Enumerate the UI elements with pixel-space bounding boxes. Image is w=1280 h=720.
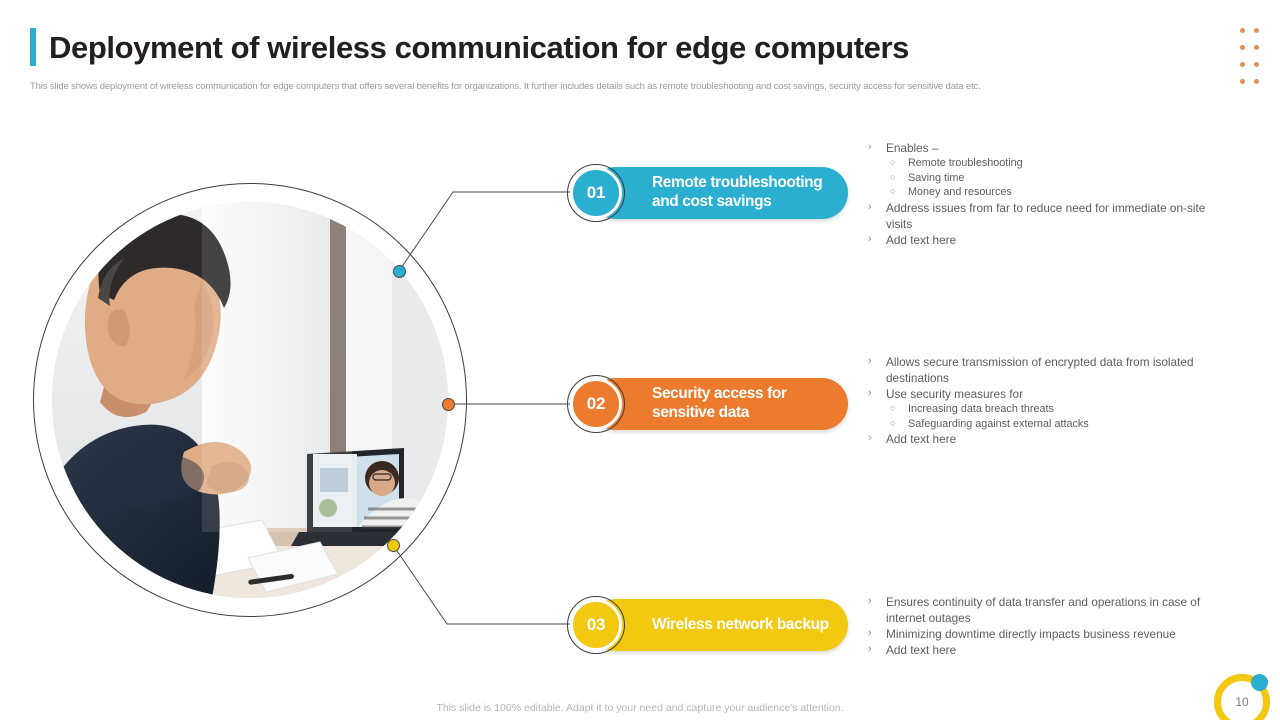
bullet-text: Money and resources: [908, 186, 1012, 199]
node-dot-section-03: [387, 539, 400, 552]
bullet-text: Add text here: [886, 643, 957, 658]
bullet-item: › Allows secure transmission of encrypte…: [868, 354, 1228, 386]
bullet-item: › Add text here: [868, 431, 1228, 447]
page-title: Deployment of wireless communication for…: [49, 29, 909, 65]
bullet-marker-level1: ›: [868, 432, 872, 445]
section-title-01-line2: and cost savings: [652, 193, 772, 210]
section-pill-02[interactable]: Security access for sensitive data: [590, 378, 848, 430]
decorative-dot-grid-icon: [1240, 28, 1268, 96]
bullet-text: Saving time: [908, 171, 965, 184]
bullet-text: Add text here: [886, 233, 957, 248]
section-number-02: 02: [586, 394, 606, 413]
bullet-item: ○ Money and resources: [890, 185, 1228, 200]
bullet-marker-level1: ›: [868, 387, 872, 400]
bullet-marker-level2: ○: [890, 157, 896, 168]
section-title-02: Security access for sensitive data: [652, 385, 787, 423]
bullet-text: Remote troubleshooting: [908, 157, 1023, 170]
bullet-item: › Add text here: [868, 232, 1228, 248]
bullet-item: › Enables –: [868, 140, 1228, 156]
section-bullets-03: › Ensures continuity of data transfer an…: [868, 594, 1228, 658]
title-accent-bar: [30, 28, 36, 66]
page-badge-dot-icon: [1251, 674, 1268, 691]
bullet-item: › Add text here: [868, 642, 1228, 658]
bullet-text: Increasing data breach threats: [908, 403, 1054, 416]
section-badge-02[interactable]: 02: [570, 378, 622, 430]
node-dot-section-01: [393, 265, 406, 278]
bullet-marker-level1: ›: [868, 355, 872, 367]
section-badge-outline-01: [567, 164, 625, 222]
page-title-bar: Deployment of wireless communication for…: [30, 28, 909, 66]
bullet-text: Minimizing downtime directly impacts bus…: [886, 627, 1176, 642]
bullet-text: Safeguarding against external attacks: [908, 417, 1089, 430]
section-pill-03[interactable]: Wireless network backup: [590, 599, 848, 651]
connector-lines: [392, 191, 590, 625]
section-title-02-line1: Security access for: [652, 385, 787, 403]
hero-photo-illustration: [52, 202, 448, 598]
bullet-text: Ensures continuity of data transfer and …: [886, 595, 1201, 626]
bullet-marker-level1: ›: [868, 595, 872, 607]
section-title-01: Remote troubleshooting and cost savings: [652, 174, 823, 212]
bullet-marker-level2: ○: [890, 403, 896, 414]
bullet-marker-level2: ○: [890, 186, 896, 197]
section-badge-01[interactable]: 01: [570, 167, 622, 219]
section-bullets-02: › Allows secure transmission of encrypte…: [868, 354, 1228, 447]
bullet-marker-level2: ○: [890, 171, 896, 182]
bullet-item: › Use security measures for: [868, 386, 1228, 402]
bullet-marker-level1: ›: [868, 233, 872, 246]
bullet-marker-level2: ○: [890, 417, 896, 428]
photo-outer-ring: [33, 183, 467, 617]
section-title-03: Wireless network backup: [652, 616, 829, 635]
bullet-text: Allows secure transmission of encrypted …: [886, 355, 1194, 386]
bullet-marker-level1: ›: [868, 643, 872, 656]
node-dot-section-02: [442, 398, 455, 411]
page-badge-ring: [1214, 674, 1270, 720]
section-number-01: 01: [586, 183, 606, 202]
page-number-badge: 10: [1214, 674, 1270, 720]
footer-note: This slide is 100% editable. Adapt it to…: [436, 702, 844, 714]
bullet-marker-level1: ›: [868, 201, 872, 214]
section-badge-outline-03: [567, 596, 625, 654]
bullet-text: Enables –: [886, 141, 939, 155]
bullet-text: Address issues from far to reduce need f…: [886, 201, 1206, 232]
page-subtitle: This slide shows deployment of wireless …: [30, 81, 981, 92]
bullet-marker-level1: ›: [868, 627, 872, 640]
bullet-marker-level1: ›: [868, 141, 872, 153]
section-title-01-line1: Remote troubleshooting: [652, 174, 823, 192]
section-pill-01[interactable]: Remote troubleshooting and cost savings: [590, 167, 848, 219]
section-number-03: 03: [586, 615, 606, 634]
bullet-item: ○ Saving time: [890, 171, 1228, 186]
diagram-visual: [33, 183, 590, 625]
section-bullets-01: › Enables – ○ Remote troubleshooting ○ S…: [868, 140, 1228, 248]
section-title-02-line2: sensitive data: [652, 404, 749, 421]
section-title-03-line1: Wireless network backup: [652, 615, 829, 633]
section-badge-outline-02: [567, 375, 625, 433]
section-badge-03[interactable]: 03: [570, 599, 622, 651]
bullet-item: ○ Remote troubleshooting: [890, 156, 1228, 171]
hero-photo: [52, 202, 448, 598]
bullet-text: Use security measures for: [886, 387, 1024, 402]
bullet-item: › Minimizing downtime directly impacts b…: [868, 626, 1228, 642]
bullet-item: › Ensures continuity of data transfer an…: [868, 594, 1228, 626]
bullet-item: ○ Increasing data breach threats: [890, 402, 1228, 417]
bullet-text: Add text here: [886, 432, 957, 447]
bullet-item: › Address issues from far to reduce need…: [868, 200, 1228, 232]
bullet-item: ○ Safeguarding against external attacks: [890, 417, 1228, 432]
page-number: 10: [1235, 695, 1249, 709]
